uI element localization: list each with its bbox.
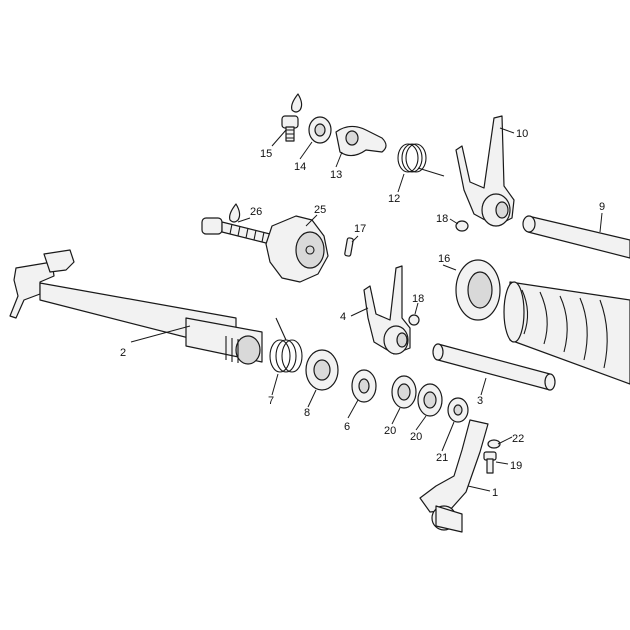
callout-15: 15	[260, 148, 272, 160]
part-1-shift-lever	[419, 419, 489, 533]
part-13-lever	[335, 125, 387, 157]
callout-18-upper: 18	[436, 213, 448, 225]
callout-12: 12	[388, 193, 400, 205]
part-20-bearing-2	[417, 383, 443, 417]
callout-10: 10	[516, 128, 528, 140]
callout-14: 14	[294, 161, 306, 173]
part-20-bearing-1	[391, 375, 417, 409]
part-22-washer	[487, 439, 501, 449]
part-17-pin	[344, 237, 354, 257]
part-6-washer	[351, 369, 377, 403]
part-3-rod	[432, 343, 556, 391]
callout-17: 17	[354, 223, 366, 235]
part-14-washer	[308, 116, 332, 144]
part-9-rod	[522, 215, 630, 259]
part-7-spring	[269, 317, 303, 373]
part-8-bushing	[305, 349, 339, 391]
callout-16: 16	[438, 253, 450, 265]
part-18-roller-upper	[455, 220, 469, 232]
selector-drum	[503, 281, 630, 385]
callout-6: 6	[344, 421, 350, 433]
part-25-cam	[265, 215, 329, 283]
callout-9: 9	[599, 201, 605, 213]
callout-2: 2	[120, 347, 126, 359]
callout-20-second: 20	[410, 431, 422, 443]
leader-lines	[130, 127, 603, 492]
part-21-washer	[447, 397, 469, 423]
part-16-seal	[455, 259, 501, 321]
callout-19: 19	[510, 460, 522, 472]
callout-20-first: 20	[384, 425, 396, 437]
callout-21: 21	[436, 452, 448, 464]
callout-3: 3	[477, 395, 483, 407]
callout-7: 7	[268, 395, 274, 407]
part-15-screw	[281, 115, 299, 142]
callout-18-middle: 18	[412, 293, 424, 305]
callout-8: 8	[304, 407, 310, 419]
part-10-shift-fork	[455, 115, 515, 227]
part-2-shift-shaft	[9, 249, 263, 365]
callout-25: 25	[314, 204, 326, 216]
callout-4: 4	[340, 311, 346, 323]
callout-1: 1	[492, 487, 498, 499]
callout-22: 22	[512, 433, 524, 445]
oil-drop-icon	[291, 93, 303, 113]
part-18-roller-middle	[408, 314, 420, 326]
part-4-shift-fork	[363, 265, 411, 355]
callout-13: 13	[330, 169, 342, 181]
part-19-bolt	[483, 451, 497, 474]
callout-26: 26	[250, 206, 262, 218]
part-12-spring	[397, 143, 445, 177]
oil-drop-icon-2	[229, 203, 241, 223]
